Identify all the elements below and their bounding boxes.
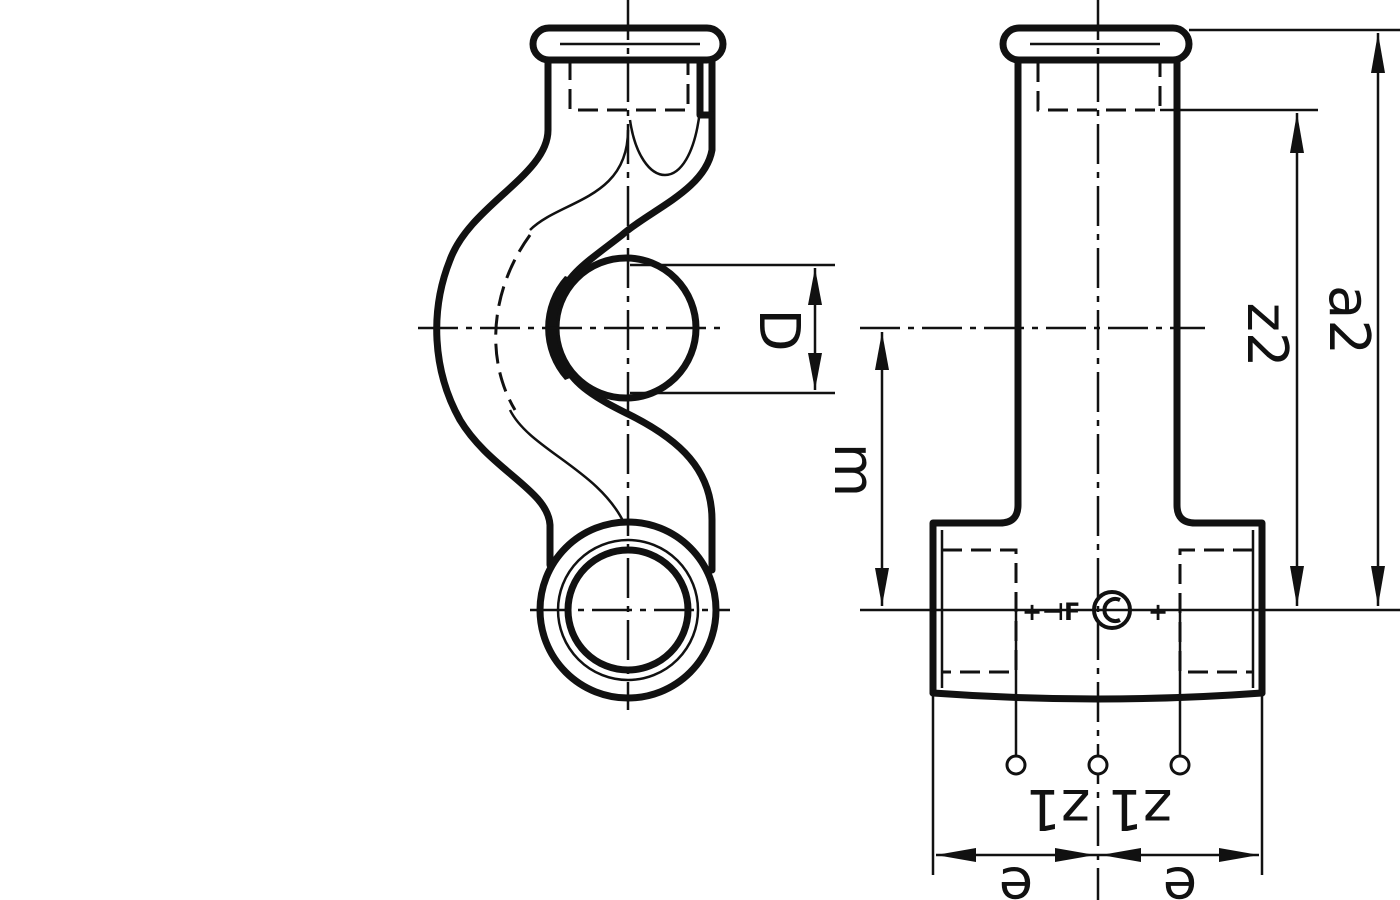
- side-view: D: [418, 0, 835, 710]
- front-top-hidden-bore: [1036, 62, 1162, 112]
- dim-z2-arrow-top: [1290, 113, 1304, 153]
- dim-e-right-arrow-end: [1219, 848, 1259, 862]
- dim-a2-label: a2: [1316, 285, 1381, 355]
- dim-e-left-arrow-end: [1055, 848, 1095, 862]
- dim-z1-right-label: z1: [1107, 776, 1172, 841]
- front-view: +⊣F + m z2 a2 z1 z1: [821, 0, 1400, 900]
- dim-z1-dot-center: [1087, 754, 1109, 776]
- s-body-inner-bend: [628, 109, 702, 176]
- dim-e-right-label: e: [1163, 854, 1197, 900]
- dim-e-left-arrow-start: [936, 848, 976, 862]
- dim-D-arrow-top: [808, 268, 822, 305]
- top-socket-hidden-bore: [568, 60, 690, 112]
- s-body-centerline-bend: [529, 129, 630, 231]
- s-body-lower-bend: [508, 409, 627, 526]
- dim-a2-arrow-top: [1371, 33, 1385, 73]
- dim-m-label: m: [821, 443, 886, 498]
- front-body-left: [929, 58, 1022, 697]
- marking-left: +⊣F: [1022, 598, 1080, 626]
- dim-z1-left-label: z1: [1025, 776, 1090, 841]
- embossed-marking: +⊣F +: [1022, 590, 1168, 630]
- dim-D-arrow-bottom: [808, 353, 822, 390]
- dim-z1-dot-right: [1169, 754, 1191, 776]
- front-top-rim: [999, 24, 1193, 64]
- dim-z2-arrow-bottom: [1290, 566, 1304, 606]
- dim-m-arrow-bottom: [875, 568, 889, 606]
- dim-a2-arrow-bottom: [1371, 566, 1385, 606]
- dim-m-arrow-top: [875, 332, 889, 370]
- dim-D-label: D: [746, 308, 811, 351]
- dim-z1-dot-left: [1005, 754, 1027, 776]
- dim-e-right-arrow-start: [1101, 848, 1141, 862]
- dim-e-left-label: e: [999, 854, 1033, 900]
- s-body-inner-top: [556, 58, 716, 304]
- hidden-bore-arc: [494, 234, 532, 411]
- dim-z2-label: z2: [1234, 302, 1299, 367]
- marking-right: +: [1148, 598, 1168, 626]
- crossing-pipe-shadow: [545, 276, 575, 380]
- front-body-right: [1173, 58, 1266, 697]
- s-body-outer: [433, 58, 554, 569]
